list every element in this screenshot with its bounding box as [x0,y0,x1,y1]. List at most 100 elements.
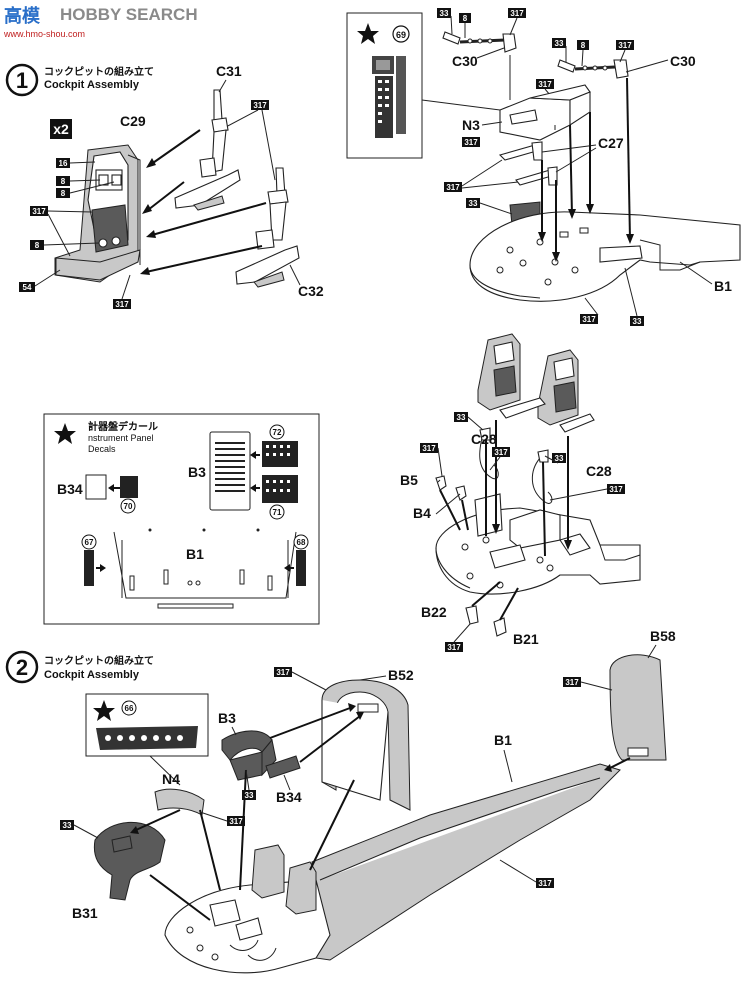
cockpit-front-assembly [164,844,331,974]
part-c30-right-drawing [557,59,629,79]
part-c28a-label: C28 [471,431,497,447]
part-b4-label: B4 [413,505,431,521]
decal-inset-66: 66 [85,693,209,757]
decal-71-label: 71 [273,508,282,517]
color-tag: 317 [422,444,436,453]
color-tag: 317 [609,485,623,494]
color-tag: 317 [510,9,524,18]
part-c31-label: C31 [216,63,242,79]
part-c32-label: C32 [298,283,324,299]
decal-inset-69: 69 [346,12,423,159]
part-n4-label: N4 [162,771,180,787]
part-c30b-label: C30 [670,53,696,69]
star-icon [54,423,76,444]
seat-c29-drawing [54,144,141,283]
star-icon [93,700,115,721]
color-tag: 317 [115,300,129,309]
part-c30-left-drawing [442,31,517,53]
cockpit-floor-step1 [469,211,741,302]
part-b3-step2-drawing [221,730,277,781]
part-b21-label: B21 [513,631,539,647]
part-b5-label: B5 [400,472,418,488]
decal-panel: 計器盤デカール nstrument Panel Decals B3 72 71 … [43,413,320,625]
color-tag: 54 [23,283,32,292]
part-c30a-label: C30 [452,53,478,69]
color-tag: 33 [633,317,642,326]
color-tag: 8 [581,41,586,50]
star-icon [357,23,379,44]
step1-header: 1 コックピットの組み立て Cockpit Assembly [5,63,154,97]
watermark: 高模 HOBBY SEARCH www.hmo-shou.com [3,5,198,39]
color-tag: 8 [35,241,40,250]
color-tag: 33 [457,413,466,422]
decal-panel-title-jp: 計器盤デカール [88,420,158,433]
step1-title-en: Cockpit Assembly [44,79,140,91]
color-tag: 8 [463,14,468,23]
color-tag: 317 [618,41,632,50]
color-tag: 317 [447,643,461,652]
decal-68-label: 68 [297,538,306,547]
step2-title-jp: コックピットの組み立て [44,654,154,667]
color-tag: 317 [32,207,46,216]
color-tag: 8 [61,177,66,186]
step2-header: 2 コックピットの組み立て Cockpit Assembly [5,650,154,684]
part-n3-drawing [499,84,591,141]
part-b3-step2-label: B3 [218,710,236,726]
step2-title-en: Cockpit Assembly [44,669,140,681]
decal-panel-b1-label: B1 [186,546,204,562]
decal-number: 69 [396,30,406,40]
part-n3-label: N3 [462,117,480,133]
part-c27-drawing [498,141,558,226]
step1-number: 1 [16,68,28,93]
multiplier-badge: x2 [50,119,72,139]
decal-67-label: 67 [85,538,94,547]
color-tag: 33 [440,9,449,18]
color-tag: 317 [464,138,478,147]
color-tag: 317 [565,678,579,687]
decal-panel-b3-label: B3 [188,464,206,480]
color-tag: 33 [63,821,72,830]
color-tag: 33 [555,39,564,48]
multiplier-text: x2 [53,121,69,137]
color-tag: 8 [61,189,66,198]
watermark-text-a: 高模 [4,5,41,27]
decal-panel-title-en2: Decals [88,444,116,454]
step1-number-circle [5,63,39,97]
color-tag: 317 [276,668,290,677]
part-b34-step2-label: B34 [276,789,302,805]
strut-c31-drawing [174,89,241,211]
watermark-url: www.hmo-shou.com [3,29,85,39]
part-b52-drawing [321,679,411,811]
part-c27-label: C27 [598,135,624,151]
color-tag: 33 [555,454,564,463]
decal-panel-b34-label: B34 [57,481,83,497]
color-tag: 16 [59,159,68,168]
decal-72-label: 72 [273,428,282,437]
color-tag: 317 [446,183,460,192]
color-tag: 317 [494,448,508,457]
step1-title-jp: コックピットの組み立て [44,65,154,78]
part-b31-label: B31 [72,905,98,921]
part-c28b-label: C28 [586,463,612,479]
part-b1-label-step1: B1 [714,278,732,294]
part-b58-label: B58 [650,628,676,644]
color-tag: 33 [469,199,478,208]
color-tag: 317 [253,101,267,110]
color-tag: 317 [229,817,243,826]
part-b58-drawing [609,654,667,761]
part-b34-step2-drawing [265,755,301,779]
decal-panel-title-en1: nstrument Panel [88,433,154,443]
step2-number: 2 [16,655,28,680]
part-b52-label: B52 [388,667,414,683]
strut-c32-drawing [235,167,300,288]
color-tag: 317 [582,315,596,324]
decal-70-label: 70 [124,502,133,511]
part-b31-drawing [93,821,166,901]
watermark-text-b: HOBBY SEARCH [60,5,198,24]
color-tag: 33 [245,791,254,800]
step2-number-circle [5,650,39,684]
decal-number: 66 [125,704,134,713]
part-b1-step2-label: B1 [494,732,512,748]
part-b22-label: B22 [421,604,447,620]
